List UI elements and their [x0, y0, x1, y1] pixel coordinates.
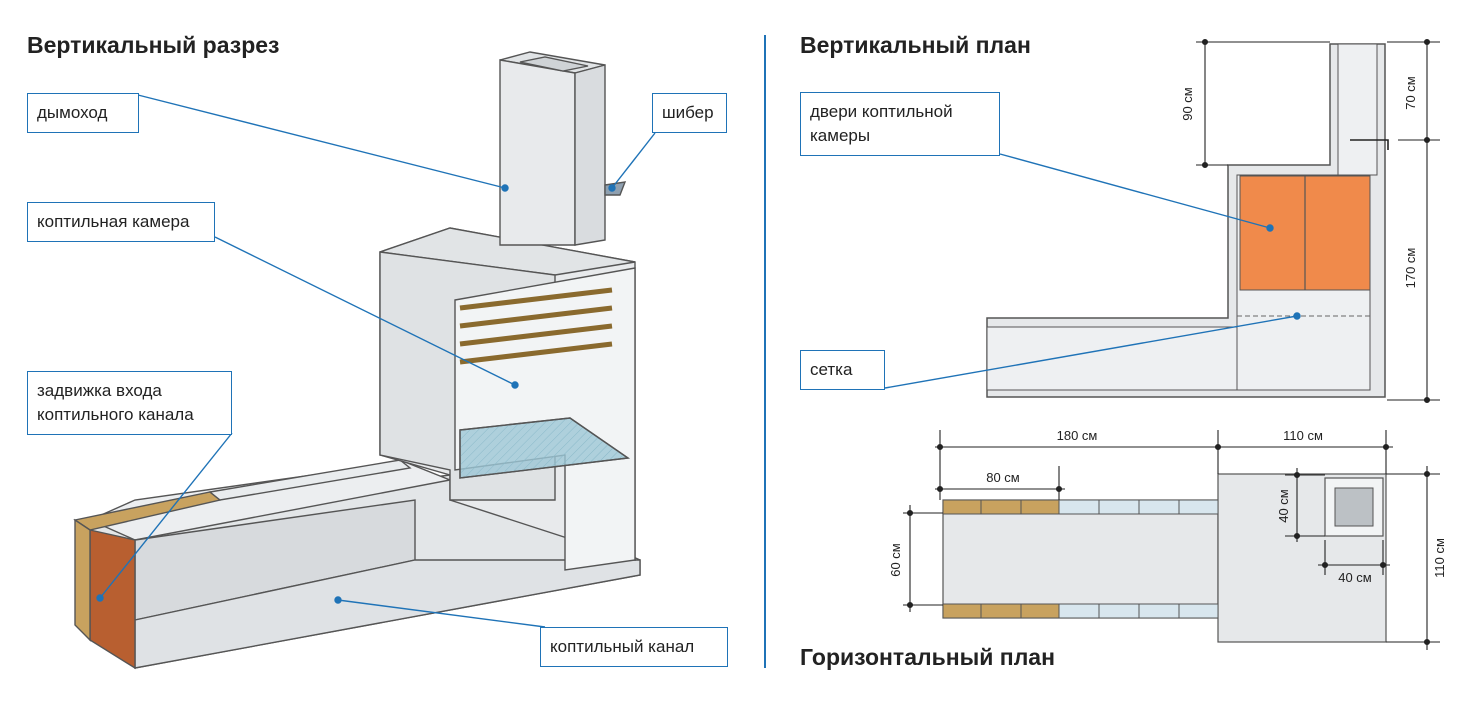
label-chamber-doors: двери коптильной камеры: [800, 92, 1000, 156]
vertical-plan-title: Вертикальный план: [800, 32, 1031, 58]
label-smoke-channel: коптильный канал: [540, 627, 728, 667]
label-smoke-chamber: коптильная камера: [27, 202, 215, 242]
dim-80: 80 см: [986, 470, 1020, 485]
dim-40-horizontal: 40 см: [1338, 570, 1372, 585]
vertical-plan-drawing: [986, 43, 1389, 398]
dim-110-top: 110 см: [1283, 428, 1323, 443]
vertical-section-title: Вертикальный разрез: [27, 32, 280, 58]
label-chimney: дымоход: [27, 93, 139, 133]
label-grid: сетка: [800, 350, 885, 390]
dim-40-vertical: 40 см: [1276, 489, 1291, 523]
horizontal-plan-dimensions: [903, 430, 1440, 650]
dim-180: 180 см: [1057, 428, 1098, 443]
vertical-plan-dimensions: [1196, 38, 1440, 404]
dim-70: 70 см: [1403, 76, 1418, 110]
label-channel-gate: задвижка входа коптильного канала: [27, 371, 232, 435]
horizontal-plan-drawing: [942, 473, 1387, 643]
right-leaders: [884, 153, 1301, 389]
dim-60: 60 см: [888, 543, 903, 577]
section-3d-drawing: [73, 51, 641, 670]
left-leaders: [96, 94, 656, 628]
dim-110-side: 110 см: [1432, 538, 1447, 578]
dim-170: 170 см: [1403, 248, 1418, 289]
label-damper: шибер: [652, 93, 727, 133]
horizontal-plan-title: Горизонтальный план: [800, 644, 1055, 670]
dim-90: 90 см: [1180, 87, 1195, 121]
